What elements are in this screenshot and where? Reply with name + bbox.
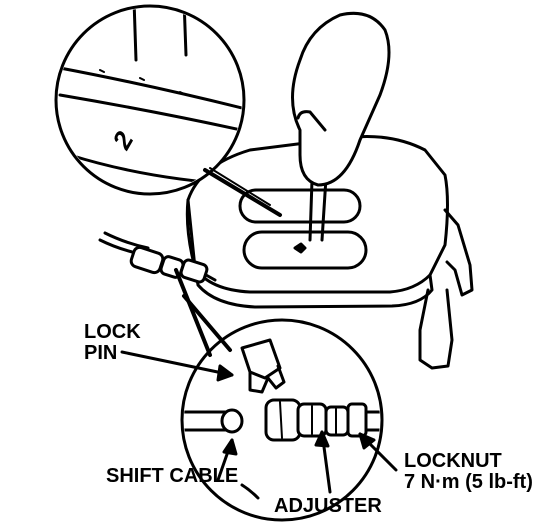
indicator-magnifier — [54, 4, 282, 217]
adjuster-magnifier — [174, 268, 384, 522]
torque-spec-label: 7 N·m (5 lb-ft) — [404, 471, 533, 493]
pin-label: PIN — [84, 342, 118, 364]
adjuster-arrows — [240, 430, 332, 500]
gate-slot-upper — [238, 188, 362, 224]
shift-cable-arrow — [216, 438, 238, 482]
shift-cable-top — [98, 231, 217, 284]
locknut-label: LOCKNUT — [404, 450, 502, 472]
gate-slot-lower — [242, 230, 368, 270]
lock-pin-arrow — [120, 350, 234, 382]
locknut-arrow — [358, 432, 398, 472]
adjuster-label: ADJUSTER — [274, 495, 382, 517]
shift-cable-label: SHIFT CABLE — [106, 465, 239, 487]
lock-label: LOCK — [84, 321, 141, 343]
shift-knob — [291, 11, 391, 242]
